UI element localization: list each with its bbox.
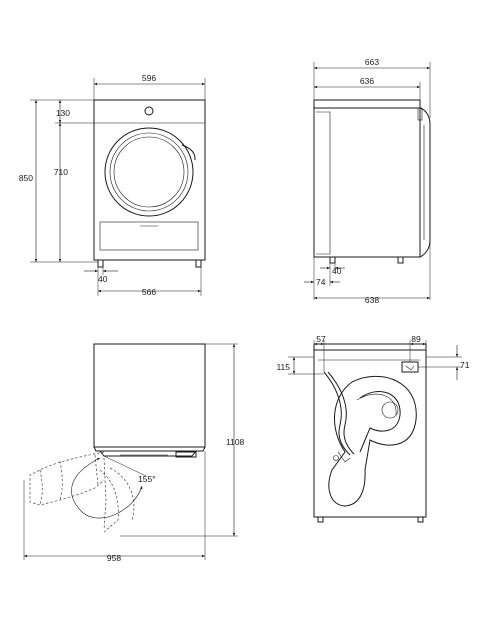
top-door-hinge	[175, 451, 197, 458]
label-side-depth-total: 663	[365, 57, 379, 67]
label-side-foot-offset: 74	[316, 277, 326, 287]
side-cabinet	[313, 108, 421, 258]
program-knob	[144, 106, 154, 116]
label-rear-right-height: 71	[460, 360, 470, 370]
label-rear-right-offset: 89	[411, 334, 421, 344]
door-glass	[113, 136, 185, 208]
side-door-bulge	[419, 107, 431, 258]
label-door-angle: 155°	[138, 474, 156, 484]
label-front-foot-span: 566	[142, 287, 156, 297]
label-front-width: 596	[142, 73, 156, 83]
side-top-panel	[313, 99, 421, 109]
rear-cabinet	[313, 350, 427, 518]
plinth-filter-cover	[99, 221, 199, 251]
label-rear-left-height: 115	[276, 362, 290, 372]
side-view: 663 636 40 74 638	[304, 57, 431, 305]
label-open-total-depth: 958	[107, 553, 121, 563]
label-front-foot-offset: 40	[98, 274, 108, 284]
top-front-edge	[93, 446, 206, 452]
label-front-height-total: 850	[19, 173, 33, 183]
front-left-foot	[97, 259, 104, 268]
label-side-foot-depth: 40	[332, 266, 342, 276]
label-side-depth-base: 638	[365, 295, 379, 305]
side-front-foot	[329, 256, 336, 264]
door-handle	[181, 144, 196, 161]
front-view: 596 850 130 710 40 566	[19, 73, 206, 297]
open-door-outline	[29, 451, 105, 506]
front-right-foot	[195, 259, 202, 268]
rear-view: 57 89 115 71	[276, 334, 470, 523]
rear-top-panel	[313, 343, 427, 351]
label-rear-left-offset: 57	[316, 334, 326, 344]
door-angle-arc	[71, 457, 143, 519]
rear-drum-outline	[328, 375, 417, 507]
label-front-top-offset: 130	[56, 108, 70, 118]
label-side-depth-body: 636	[360, 76, 374, 86]
drain-hose	[323, 371, 351, 456]
side-door-profile	[316, 111, 331, 255]
side-rear-foot	[397, 256, 404, 264]
door-open-view: 155° 1108 958	[23, 343, 245, 563]
label-open-total-height: 1108	[226, 437, 245, 447]
top-cabinet	[93, 343, 206, 448]
rear-connector	[401, 361, 419, 373]
door-outer-ring	[104, 127, 194, 217]
door-inner-ring	[109, 132, 189, 212]
label-front-door-height: 710	[54, 167, 68, 177]
front-cabinet	[93, 99, 206, 261]
